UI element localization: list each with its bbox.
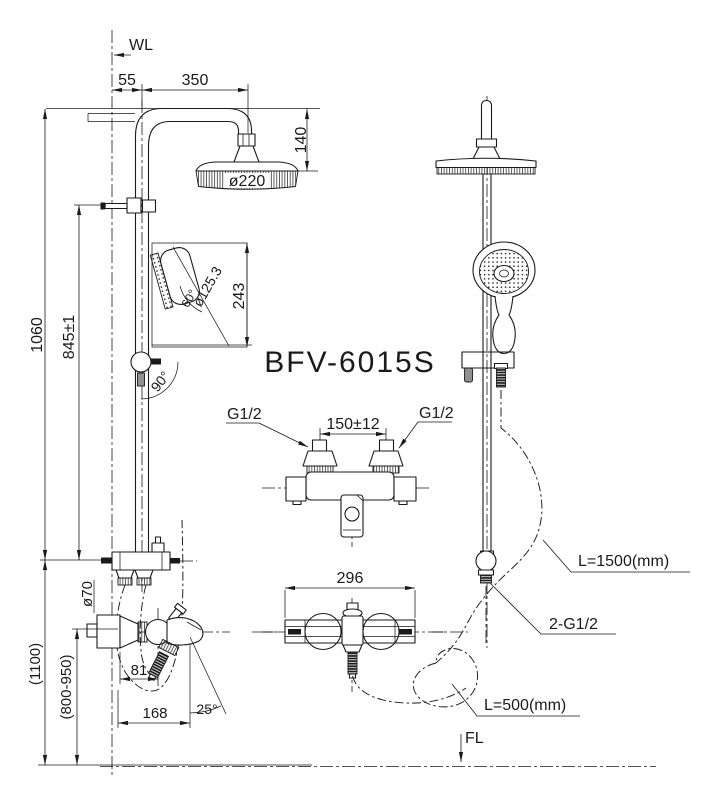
dia-70-label: ø70 bbox=[79, 581, 96, 607]
g12-left-label: G1/2 bbox=[227, 406, 262, 423]
dim-150: 150±12 bbox=[319, 416, 387, 440]
bath-spout-assembly bbox=[86, 602, 230, 686]
callout-l500: L=500(mm) bbox=[451, 683, 580, 717]
dim-150-label: 150±12 bbox=[326, 416, 379, 433]
2-g12-label: 2-G1/2 bbox=[549, 616, 598, 633]
side-view-shower-column bbox=[435, 96, 537, 648]
wall-supply-stub bbox=[87, 113, 135, 122]
callout-2-g12: 2-G1/2 bbox=[489, 582, 616, 635]
mixer-front-view bbox=[262, 439, 432, 547]
overhead-shower-front: ø220 bbox=[195, 133, 299, 190]
dim-296: 296 bbox=[284, 570, 416, 618]
hand-shower-length-label: 243 bbox=[231, 283, 248, 310]
floor-line-label: FL bbox=[465, 730, 484, 747]
dim-845-label: 845±1 bbox=[61, 315, 78, 359]
top-wall-bracket bbox=[100, 197, 157, 214]
wall-line-callout: WL bbox=[114, 37, 153, 58]
holder-angle-label: 90° bbox=[147, 368, 173, 395]
g12-right-label: G1/2 bbox=[419, 405, 454, 422]
g12-left-callout: G1/2 bbox=[226, 406, 309, 448]
slide-holder: 90° bbox=[130, 344, 252, 400]
spout-outlet-nut bbox=[158, 638, 180, 657]
dim-55-label: 55 bbox=[118, 72, 136, 89]
wall-line-label: WL bbox=[129, 37, 153, 54]
front-valve-body bbox=[101, 536, 197, 586]
ball-joint bbox=[475, 550, 497, 584]
dim-81-label: 81 bbox=[131, 662, 148, 679]
hand-shower-side bbox=[472, 241, 536, 355]
spout-outlet-thread bbox=[148, 651, 170, 681]
holder-bracket-side bbox=[461, 351, 515, 388]
dim-55: 55 bbox=[112, 72, 143, 107]
l1500-label: L=1500(mm) bbox=[578, 553, 669, 570]
dim-81: 81 bbox=[119, 652, 158, 684]
floor-line bbox=[38, 764, 656, 767]
front-view-shower-column: ø220 bbox=[87, 100, 299, 592]
dim-1060: 1060 bbox=[29, 109, 48, 560]
hand-shower-detail-box: 60° ø125.3 243 bbox=[149, 242, 250, 348]
dim-168-label: 168 bbox=[142, 705, 167, 722]
angle-25: 25° bbox=[189, 636, 227, 717]
callout-l1500: L=1500(mm) bbox=[542, 539, 690, 573]
angle-25-label: 25° bbox=[196, 701, 217, 717]
dim-845: 845±1 bbox=[61, 204, 106, 560]
g12-right-callout: G1/2 bbox=[398, 405, 454, 449]
dia-70-callout: ø70 bbox=[79, 580, 96, 613]
l500-label: L=500(mm) bbox=[484, 697, 566, 714]
mixer-top-view bbox=[252, 598, 468, 692]
model-title: BFV-6015S bbox=[264, 346, 435, 379]
front-hose bbox=[115, 519, 184, 692]
dim-1060-label: 1060 bbox=[29, 317, 46, 353]
dim-1100: (1100) bbox=[27, 559, 112, 765]
dim-800-950: (800-950) bbox=[58, 628, 118, 765]
hand-shower-front bbox=[149, 246, 200, 310]
dim-140: 140 bbox=[46, 108, 320, 172]
dim-1100-label: (1100) bbox=[27, 643, 44, 685]
side-hoses bbox=[352, 390, 543, 708]
dim-350-label: 350 bbox=[182, 72, 209, 89]
dim-800-950-label: (800-950) bbox=[58, 654, 75, 719]
dim-168: 168 bbox=[117, 645, 191, 728]
dim-296-label: 296 bbox=[337, 570, 364, 587]
floor-line-callout: FL bbox=[458, 730, 484, 762]
overhead-shower-diameter-label: ø220 bbox=[229, 173, 266, 190]
dim-140-label: 140 bbox=[293, 127, 310, 154]
